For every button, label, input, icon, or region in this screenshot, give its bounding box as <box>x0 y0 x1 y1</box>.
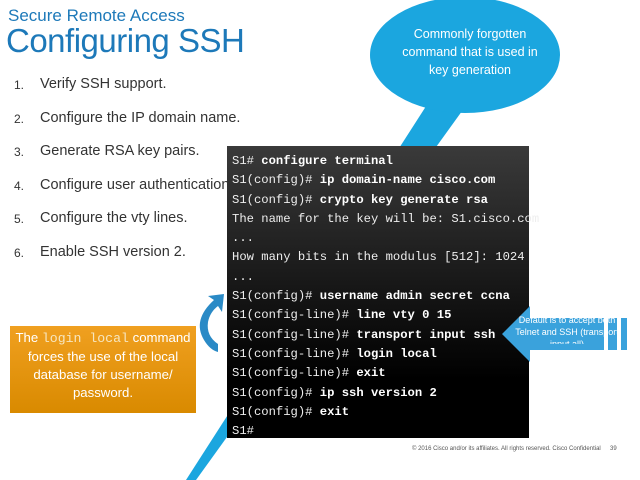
note-command: login local <box>41 331 129 346</box>
page-number: 39 <box>610 446 617 452</box>
terminal-line: S1(config)# username admin secret ccna <box>232 287 529 306</box>
step-item: 4. Configure user authentication. <box>14 177 240 211</box>
terminal-line: S1# <box>232 422 529 441</box>
callout-bubble <box>370 0 560 113</box>
step-text: Verify SSH support. <box>40 76 167 92</box>
terminal-prompt: How many bits in the modulus [512]: 1024 <box>232 250 525 265</box>
terminal-prompt: ... <box>232 269 254 284</box>
terminal-line: S1(config-line)# exit <box>232 364 529 383</box>
step-item: 3. Generate RSA key pairs. <box>14 143 240 177</box>
terminal-prompt: S1(config)# <box>232 385 320 400</box>
step-item: 6. Enable SSH version 2. <box>14 244 240 278</box>
step-number: 1. <box>14 78 25 92</box>
arrow-bar <box>608 318 617 350</box>
terminal-line: S1(config)# exit <box>232 403 529 422</box>
terminal-command: ip domain-name cisco.com <box>319 173 496 188</box>
arrow-bar <box>621 318 627 350</box>
terminal-prompt: S1(config)# <box>232 192 320 207</box>
step-text: Configure user authentication. <box>40 176 234 193</box>
terminal-prompt: S1(config-line)# <box>232 346 357 361</box>
terminal-command: line vty 0 15 <box>356 308 452 323</box>
terminal-line: S1(config)# ip domain-name cisco.com <box>232 171 529 190</box>
terminal-prompt: ... <box>232 231 254 246</box>
curved-arrow-icon <box>199 294 224 352</box>
arrow-note: Default is to accept both Telnet and SSH… <box>515 315 619 344</box>
step-number: 4. <box>14 178 25 193</box>
terminal-line: S1(config-line)# transport input ssh <box>232 326 529 345</box>
terminal-prompt: S1(config-line)# <box>232 366 357 381</box>
terminal-prompt: S1(config)# <box>232 404 320 419</box>
step-text: Configure the IP domain name. <box>40 109 241 126</box>
step-number: 3. <box>14 145 25 159</box>
step-text: Enable SSH version 2. <box>40 243 186 260</box>
terminal-line: S1(config)# crypto key generate rsa <box>232 191 529 210</box>
terminal-line: S1(config-line)# login local <box>232 345 529 364</box>
terminal-command: exit <box>319 404 350 419</box>
step-number: 6. <box>14 245 25 260</box>
terminal-line: How many bits in the modulus [512]: 1024 <box>232 248 529 267</box>
terminal-prompt: S1(config)# <box>232 289 320 304</box>
terminal-command: login local <box>356 346 437 361</box>
terminal-prompt: S1(config)# <box>232 173 320 188</box>
footer-copyright: © 2016 Cisco and/or its affiliates. All … <box>412 446 601 452</box>
terminal-prompt: S1(config-line)# <box>232 308 357 323</box>
terminal-line: S1(config)# ip ssh version 2 <box>232 384 529 403</box>
left-arrow-shape <box>502 306 604 362</box>
step-number: 5. <box>14 212 25 226</box>
step-item: 5. Configure the vty lines. <box>14 210 240 244</box>
terminal-line: S1# configure terminal <box>232 152 529 171</box>
step-number: 2. <box>14 111 25 126</box>
login-local-note: The login local command forces the use o… <box>10 326 196 413</box>
terminal-line: The name for the key will be: S1.cisco.c… <box>232 210 539 229</box>
terminal-command: ip ssh version 2 <box>319 385 437 400</box>
terminal-command: username admin secret ccna <box>319 289 510 304</box>
terminal-line: S1(config-line)# line vty 0 15 <box>232 306 529 325</box>
terminal-line: ... <box>232 229 529 248</box>
note-text-rest: command forces the use of the local data… <box>27 330 191 400</box>
slide-title: Configuring SSH <box>6 22 245 59</box>
terminal-prompt: S1# <box>232 424 254 439</box>
note-text: The <box>15 330 42 345</box>
step-item: 2. Configure the IP domain name. <box>14 110 240 144</box>
step-text: Configure the vty lines. <box>40 210 188 226</box>
section-subtitle: Secure Remote Access <box>8 6 185 25</box>
terminal-line: ... <box>232 268 529 287</box>
step-item: 1. Verify SSH support. <box>14 76 240 110</box>
steps-list: 1. Verify SSH support. 2. Configure the IP … <box>14 76 240 277</box>
terminal-prompt: The name for the key will be: S1.cisco.c… <box>232 211 540 226</box>
callout-text: Commonly forgotten command that is used … <box>402 27 538 77</box>
terminal-command: configure terminal <box>261 154 393 168</box>
terminal-command: crypto key generate rsa <box>319 192 488 207</box>
terminal-command: transport input ssh <box>356 327 496 342</box>
terminal-prompt: S1(config-line)# <box>232 327 357 342</box>
terminal-prompt: S1# <box>232 154 262 168</box>
terminal-command: exit <box>356 366 386 381</box>
step-text: Generate RSA key pairs. <box>40 143 200 159</box>
